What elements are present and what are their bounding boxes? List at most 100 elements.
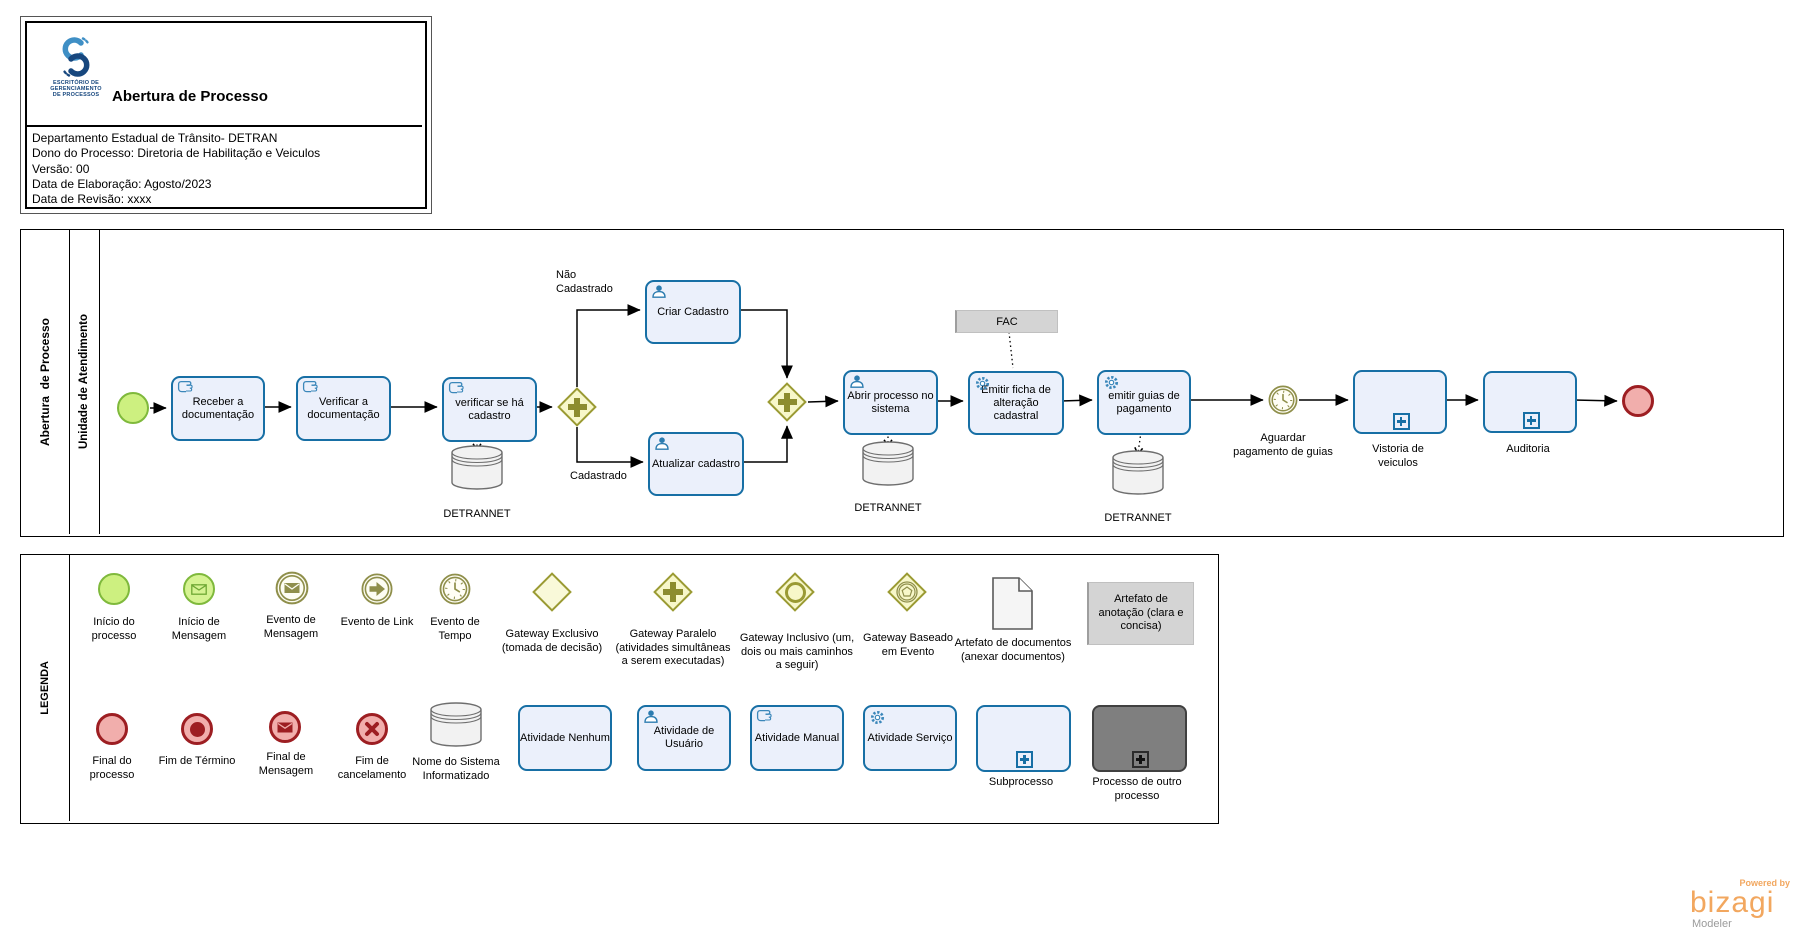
database-label: DETRANNET (1104, 512, 1172, 524)
manual-task-icon (756, 709, 773, 726)
service-task-legend: Atividade Serviço (863, 705, 957, 771)
header-box (20, 16, 432, 214)
database-detrannet-3[interactable] (1111, 449, 1165, 501)
legend-item-label: Atividade Serviço (867, 731, 953, 744)
subprocess-plus-icon (1016, 751, 1033, 768)
start-event[interactable] (117, 392, 149, 424)
legend-item-label: Nome do Sistema Informatizado (412, 756, 500, 782)
header-info-line: Dono do Processo: Diretoria de Habilitaç… (32, 146, 321, 160)
bizagi-modeler-label: Modeler (1692, 918, 1732, 930)
manual-task-icon (448, 381, 465, 398)
legend-item-label: Atividade de Usuário (653, 725, 715, 750)
legend-title: LEGENDA (39, 661, 51, 715)
subprocess-label: Vistoria de veiculos (1372, 443, 1424, 469)
legend-item-label: Processo de outro processo (1092, 776, 1182, 802)
edge-label-nao-cadastrado: Não Cadastrado (556, 269, 613, 295)
powered-by-label: Powered by (1739, 878, 1790, 888)
legend-item-label: Início do processo (91, 616, 137, 642)
user-task-icon (849, 374, 865, 392)
legend-title-strip: LEGENDA (21, 555, 70, 821)
manual-task-icon (177, 380, 194, 397)
legend-item-label: Gateway Exclusivo (tomada de decisão) (501, 628, 603, 654)
task-none-icon: Atividade Nenhum (518, 705, 612, 771)
page-title: Abertura de Processo (112, 88, 268, 105)
legend-item-label: Atividade Manual (754, 731, 840, 744)
parallel-gateway-icon (652, 571, 694, 613)
bizagi-footer: Powered by bizagi Modeler (1690, 878, 1790, 930)
message-start-event-icon (183, 573, 215, 605)
timer-intermediate-event[interactable] (1268, 385, 1298, 420)
annotation-fac[interactable]: FAC (955, 310, 1058, 333)
user-task-legend: Atividade de Usuário (637, 705, 731, 771)
legend-item-label: Evento de Link (340, 616, 414, 628)
database-icon (429, 701, 483, 753)
cancel-end-event-icon (356, 713, 388, 745)
egp-logo (54, 36, 98, 83)
database-detrannet-1[interactable] (450, 444, 504, 496)
service-task-icon (1103, 374, 1120, 395)
annotation-artifact-icon: Artefato de anotação (clara e concisa) (1087, 582, 1194, 645)
timer-icon (1268, 385, 1298, 415)
user-task-icon (651, 284, 667, 302)
task-abrir-processo-no-sistema[interactable]: Abrir processo no sistema (843, 370, 938, 435)
task-label: Emitir ficha de alteração cadastral (981, 383, 1051, 422)
subprocess-vistoria-de-veiculos[interactable] (1353, 370, 1447, 434)
parallel-gateway-split[interactable] (557, 387, 597, 427)
subprocess-plus-icon (1132, 751, 1149, 768)
end-event[interactable] (1622, 385, 1654, 417)
legend-item-label: Evento de Tempo (430, 616, 480, 642)
task-atualizar-cadastro[interactable]: Atualizar cadastro (648, 432, 744, 496)
subprocess-auditoria[interactable] (1483, 371, 1577, 433)
subprocess-plus-icon (1522, 412, 1540, 429)
pool-name-strip[interactable]: Abertura de Processo (21, 230, 70, 534)
timer-event-icon (439, 573, 471, 610)
database-icon (862, 441, 914, 486)
task-label: Abrir processo no sistema (847, 389, 934, 415)
task-label: Atualizar cadastro (651, 457, 741, 470)
legend-item-label: Final de Mensagem (258, 751, 314, 777)
task-label: Verificar a documentação (307, 395, 380, 421)
egp-logo-icon (62, 37, 90, 77)
task-emitir-guias-pagamento[interactable]: emitir guias de pagamento (1097, 370, 1191, 435)
legend-box (20, 554, 1219, 824)
legend-item-label: Artefato de documentos (anexar documento… (954, 637, 1072, 663)
header-inner-box (25, 21, 427, 209)
database-detrannet-2[interactable] (861, 440, 915, 492)
task-label: Receber a documentação (181, 395, 255, 421)
lane-unidade-de-atendimento[interactable]: Unidade de Atendimento (69, 230, 100, 534)
start-event-icon (98, 573, 130, 605)
task-label: emitir guias de pagamento (1108, 389, 1180, 415)
user-task-icon (654, 436, 670, 454)
legend-item-label: Atividade Nenhum (520, 731, 610, 744)
header-divider (26, 125, 422, 127)
database-label: DETRANNET (443, 508, 511, 520)
service-task-icon (974, 375, 991, 396)
task-emitir-ficha-alteracao-cadastral[interactable]: Emitir ficha de alteração cadastral (968, 371, 1064, 435)
lane-name: Unidade de Atendimento (78, 314, 90, 450)
parallel-gateway-merge[interactable] (767, 382, 807, 422)
message-end-event-icon (269, 711, 301, 743)
legend-item-label: Fim de Término (158, 755, 236, 767)
edge-label-cadastrado: Cadastrado (570, 470, 627, 482)
legend-item-label: Artefato de anotação (clara e concisa) (1098, 593, 1184, 633)
subprocess-label: Auditoria (1506, 443, 1550, 455)
timer-event-label: Aguardar pagamento de guias (1233, 432, 1333, 458)
task-criar-cadastro[interactable]: Criar Cadastro (645, 280, 741, 344)
bizagi-logo: bizagi (1690, 886, 1775, 919)
user-task-icon (643, 709, 659, 727)
legend-item-label: Gateway Inclusivo (um, dois ou mais cami… (739, 632, 855, 671)
task-receber-documentacao[interactable]: Receber a documentação (171, 376, 265, 441)
manual-task-icon (302, 380, 319, 397)
service-task-icon (869, 709, 886, 730)
task-label: Criar Cadastro (657, 305, 729, 318)
task-verificar-se-ha-cadastro[interactable]: verificar se há cadastro (442, 377, 537, 442)
exclusive-gateway-icon (531, 571, 573, 613)
task-verificar-documentacao[interactable]: Verificar a documentação (296, 376, 391, 441)
inclusive-gateway-icon (774, 571, 816, 613)
pool-abertura-de-processo (20, 229, 1784, 537)
legend-item-label: Início de Mensagem (171, 616, 227, 642)
annotation-label: FAC (996, 315, 1018, 328)
legend-item-label: Evento de Mensagem (263, 614, 319, 640)
header-info-line: Data de Revisão: xxxx (32, 192, 152, 206)
